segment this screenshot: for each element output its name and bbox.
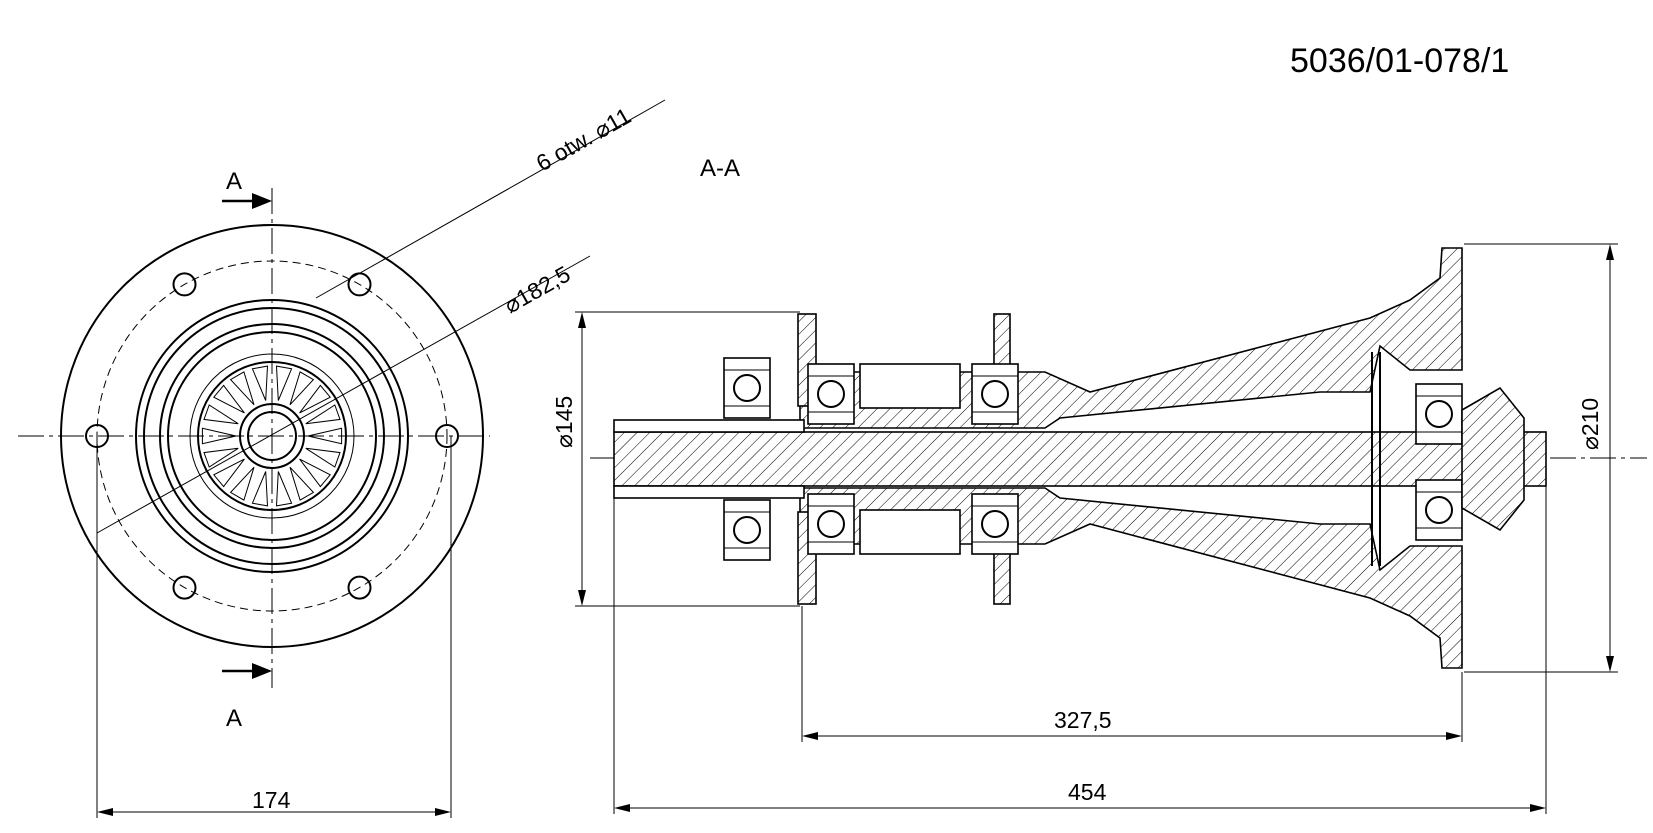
hub-ring-2	[143, 307, 401, 565]
holes-label: 6 otw. ⌀11	[532, 102, 636, 176]
bolt-hole	[435, 424, 459, 448]
hub-ring-outer	[135, 299, 409, 573]
spline-tooth	[229, 466, 255, 501]
shaft-collar-top	[613, 419, 805, 433]
end-nut	[1461, 386, 1525, 532]
spline-tooth	[299, 384, 331, 414]
shaft-diameter-label: ⌀145	[551, 396, 577, 448]
bearing	[807, 363, 855, 425]
front-view: A A 6 otw. ⌀11 ⌀182,5 174	[18, 99, 666, 818]
holes-leader	[315, 99, 666, 299]
bolt-circle-leader	[96, 255, 591, 534]
spline-tooth	[201, 427, 237, 445]
bearings	[723, 357, 1463, 561]
bearing	[807, 493, 855, 555]
bearing	[971, 363, 1019, 425]
bearing	[1415, 383, 1463, 445]
flange-width-label: 174	[252, 787, 291, 813]
shaft-collar-bottom	[613, 485, 805, 499]
section-view: A-A ⌀145	[551, 155, 1647, 814]
section-arrow-bottom	[222, 663, 272, 679]
shaft	[613, 431, 1547, 487]
spline-tooth	[289, 371, 315, 406]
section-marker-bottom: A	[226, 705, 242, 732]
section-marker-top: A	[226, 168, 242, 195]
spline-tooth	[305, 404, 341, 425]
section-title: A-A	[700, 155, 740, 182]
bolt-hole	[172, 272, 197, 297]
bearing	[723, 357, 771, 419]
spline-tooth	[213, 458, 245, 488]
splined-gear	[201, 365, 343, 507]
spline-outer	[197, 361, 347, 511]
bore-outer	[239, 403, 305, 469]
spline-tooth	[275, 471, 293, 507]
spline-tooth	[275, 365, 293, 401]
flange-diameter-label: ⌀210	[1577, 398, 1603, 450]
hub-ring-3	[159, 323, 385, 549]
spline-tooth	[289, 466, 315, 501]
drawing-number: 5036/01-078/1	[1290, 42, 1509, 80]
bearing	[1415, 479, 1463, 541]
hub-ring-4	[167, 331, 377, 541]
bolt-hole	[347, 575, 372, 600]
hub-length-label: 327,5	[1054, 707, 1112, 733]
bearing	[723, 499, 771, 561]
spline-tooth	[251, 365, 269, 401]
spline-tooth	[251, 471, 269, 507]
spline-tooth	[229, 371, 255, 406]
spline-tooth	[305, 447, 341, 468]
cone-housing-top	[799, 247, 1463, 429]
section-arrow-top	[222, 193, 272, 209]
bore-inner	[247, 411, 297, 461]
bolt-hole	[172, 575, 197, 600]
spline-tooth	[203, 447, 239, 468]
spline-tooth	[203, 404, 239, 425]
bolt-circle-label: ⌀182,5	[500, 261, 575, 319]
overall-length-label: 454	[1068, 779, 1107, 805]
spacer-top	[859, 363, 961, 409]
hub-ring-5	[189, 353, 355, 519]
spline-tooth	[307, 427, 343, 445]
cone-housing-bottom	[799, 487, 1463, 669]
spline-tooth	[299, 458, 331, 488]
flange-outline	[60, 224, 484, 648]
spacer-bottom	[859, 509, 961, 555]
bearing	[971, 493, 1019, 555]
spline-tooth	[213, 384, 245, 414]
